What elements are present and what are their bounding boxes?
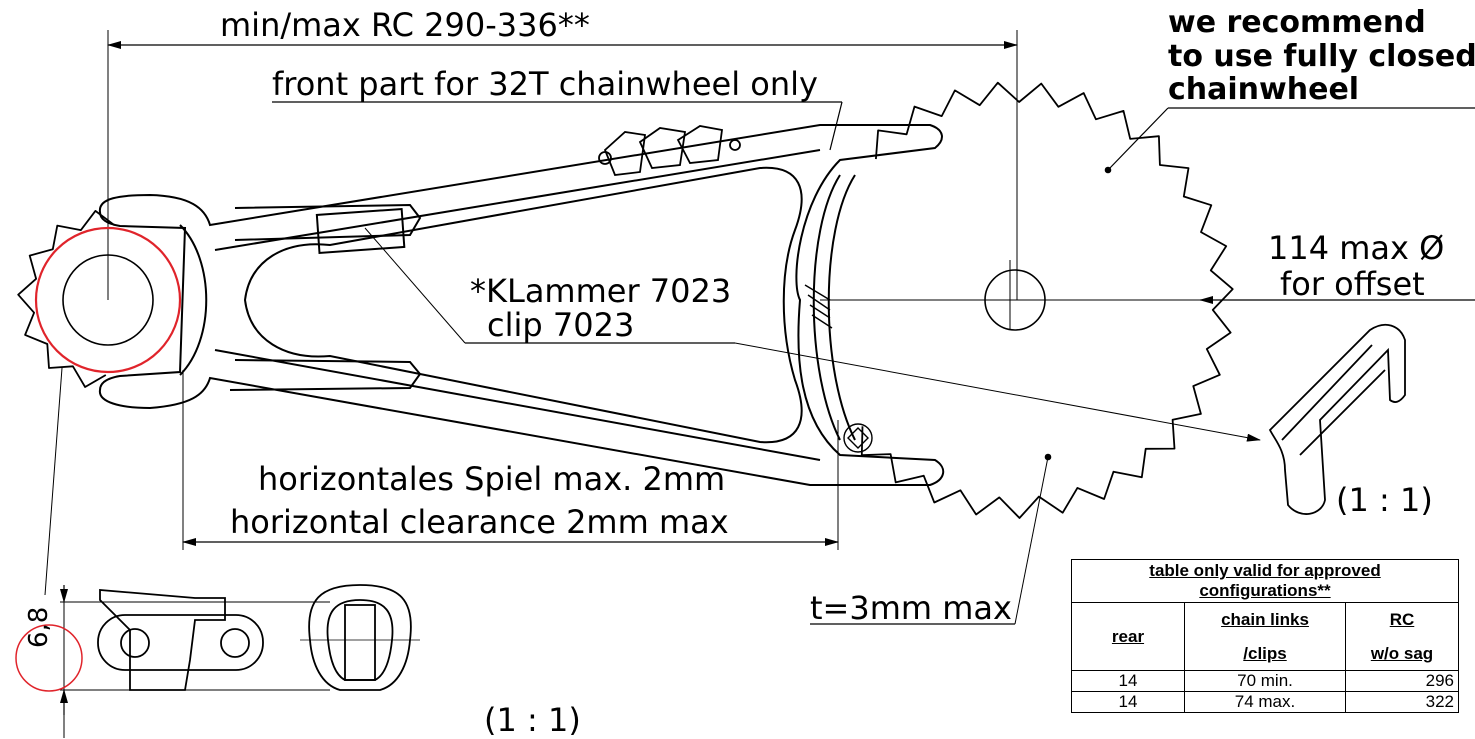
chainwheel-outline [860,81,1234,519]
recommend-line-2: to use fully closed [1168,39,1475,74]
side-view-part [97,589,264,691]
thickness-leader [1014,456,1049,625]
chainwheel [860,81,1234,519]
config-table: table only valid for approved configurat… [1071,559,1459,713]
offset-label-1: 114 max Ø [1268,229,1445,267]
table-title-1: table only valid for approved [1149,561,1381,580]
front-view-part [300,584,420,691]
recommend-line-1: we recommend [1168,5,1426,40]
clip-scale-label: (1 : 1) [1336,481,1433,519]
front-slots [804,284,873,453]
table-title-2: configurations** [1199,581,1331,600]
cell-links: 74 max. [1184,691,1346,713]
front-part-label: front part for 32T chainwheel only [272,65,818,103]
table-row: 14 70 min. 296 [1071,670,1459,692]
header-rear: rear [1071,602,1185,671]
cell-links: 70 min. [1184,670,1346,692]
header-clips: /clips [1243,643,1287,663]
header-wo-sag: w/o sag [1370,643,1434,663]
clip-label-de: *KLammer 7023 [470,272,732,310]
height-highlight-circle [15,624,83,692]
cell-rear: 14 [1071,670,1185,692]
cell-rc: 322 [1345,691,1459,713]
recommend-line-3: chainwheel [1168,72,1360,107]
parts-scale-label: (1 : 1) [484,701,581,739]
clearance-label-en: horizontal clearance 2mm max [230,503,729,541]
clip-leader [734,342,1261,442]
top-clips [598,125,741,176]
chain-guide [98,124,945,486]
cell-rc: 296 [1345,670,1459,692]
bolt [843,423,873,453]
thickness-label: t=3mm max [810,589,1012,627]
rear-sprocket [17,210,116,388]
height-label: 6,8 [24,606,54,648]
clearance-label-de: horizontales Spiel max. 2mm [258,460,726,498]
rc-range-label: min/max RC 290-336** [220,6,590,44]
rear-sprocket-outline [17,210,116,388]
header-chain-links: chain links [1221,609,1309,629]
rear-hub [62,254,154,346]
clip-detail [1268,323,1406,515]
offset-label-2: for offset [1280,265,1425,303]
header-rc: RC [1389,609,1415,629]
table-row: 14 74 max. 322 [1071,691,1459,713]
clip-label-en: clip 7023 [487,306,635,344]
highlight-ring [34,226,182,374]
cell-rear: 14 [1071,691,1185,713]
